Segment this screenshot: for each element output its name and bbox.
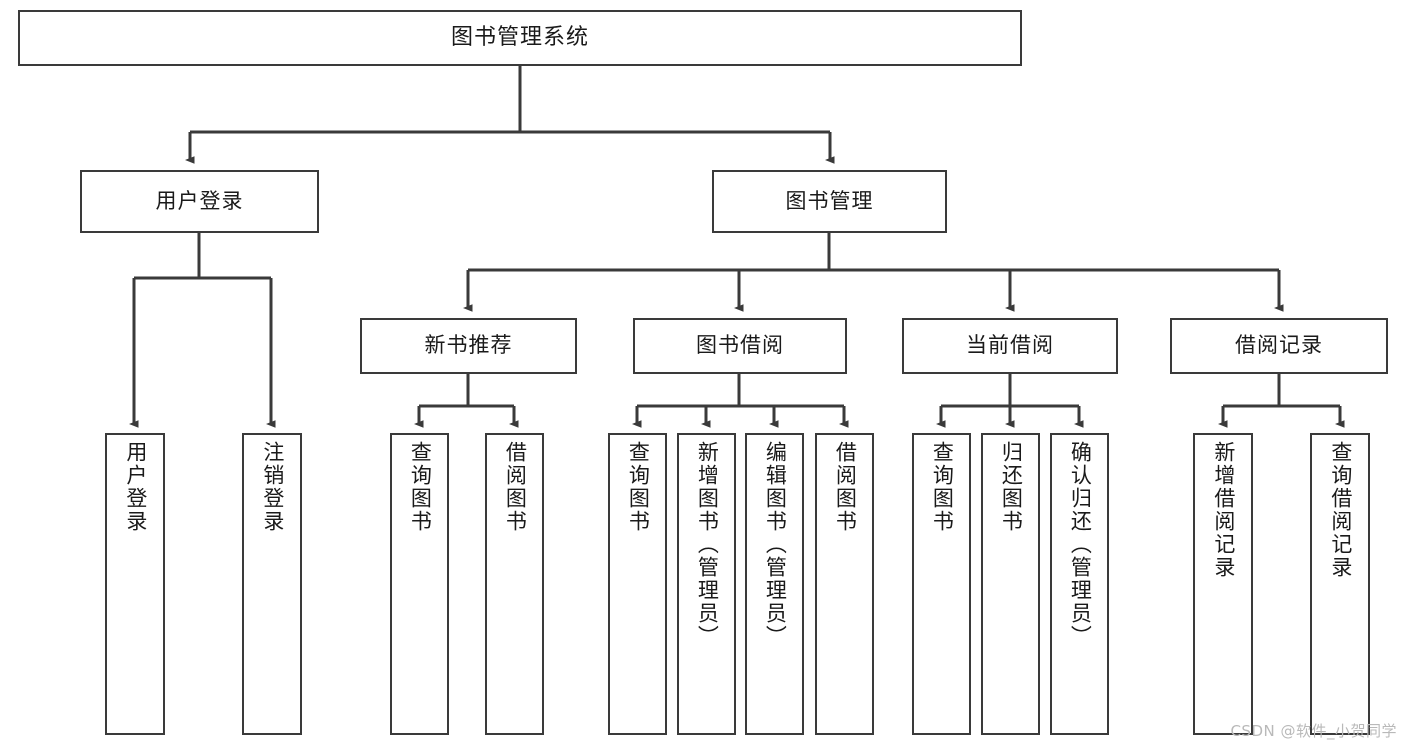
leaf-book-borrow-edit-book-admin[interactable]: 编辑图书（管理员） (745, 433, 804, 735)
node-borrow-record[interactable]: 借阅记录 (1170, 318, 1388, 374)
node-current-borrow[interactable]: 当前借阅 (902, 318, 1118, 374)
leaf-new-book-borrow-book[interactable]: 借阅图书 (485, 433, 544, 735)
csdn-watermark: CSDN @软件_小贺同学 (1230, 722, 1397, 740)
leaf-borrow-record-query-record[interactable]: 查询借阅记录 (1310, 433, 1370, 735)
node-root-book-management-system[interactable]: 图书管理系统 (18, 10, 1022, 66)
leaf-label: 借阅图书 (833, 441, 858, 533)
leaf-label: 注销登录 (260, 441, 285, 533)
leaf-label: 新增借阅记录 (1211, 441, 1236, 579)
node-book-management[interactable]: 图书管理 (712, 170, 947, 233)
leaf-label: 查询借阅记录 (1328, 441, 1353, 579)
leaf-current-borrow-query-book[interactable]: 查询图书 (912, 433, 971, 735)
node-book-borrow[interactable]: 图书借阅 (633, 318, 847, 374)
leaf-label: 查询图书 (930, 441, 955, 533)
leaf-new-book-query-book[interactable]: 查询图书 (390, 433, 449, 735)
node-new-book-recommend[interactable]: 新书推荐 (360, 318, 577, 374)
leaf-book-borrow-borrow-book[interactable]: 借阅图书 (815, 433, 874, 735)
leaf-book-borrow-query-book[interactable]: 查询图书 (608, 433, 667, 735)
leaf-user-login-logout[interactable]: 注销登录 (242, 433, 302, 735)
leaf-label: 确认归还（管理员） (1068, 441, 1093, 648)
leaf-label: 查询图书 (626, 441, 651, 533)
leaf-current-borrow-confirm-return-admin[interactable]: 确认归还（管理员） (1050, 433, 1109, 735)
leaf-label: 用户登录 (123, 441, 148, 533)
leaf-book-borrow-add-book-admin[interactable]: 新增图书（管理员） (677, 433, 736, 735)
leaf-borrow-record-add-record[interactable]: 新增借阅记录 (1193, 433, 1253, 735)
node-user-login[interactable]: 用户登录 (80, 170, 319, 233)
leaf-label: 新增图书（管理员） (695, 441, 720, 648)
leaf-label: 归还图书 (999, 441, 1024, 533)
leaf-label: 编辑图书（管理员） (763, 441, 788, 648)
leaf-current-borrow-return-book[interactable]: 归还图书 (981, 433, 1040, 735)
leaf-user-login-login[interactable]: 用户登录 (105, 433, 165, 735)
leaf-label: 查询图书 (408, 441, 433, 533)
leaf-label: 借阅图书 (503, 441, 528, 533)
